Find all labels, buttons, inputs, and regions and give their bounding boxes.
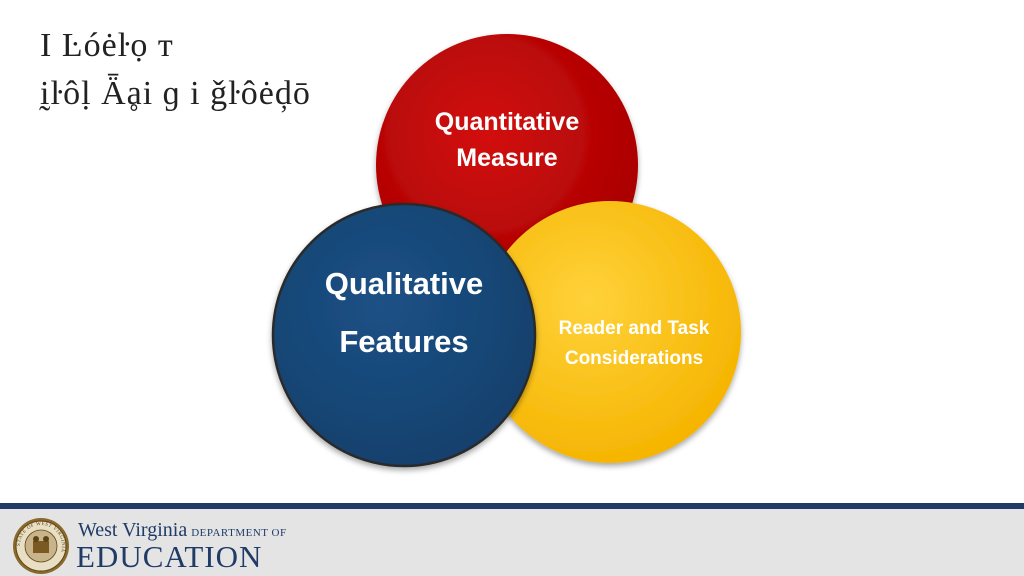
- slide-title-line-2: ḭŀôḷ Ǟḁi ɡ i ǧŀôėḑō: [40, 75, 311, 112]
- org-name: EDUCATION: [76, 539, 263, 574]
- org-dept: DEPARTMENT OF: [191, 527, 287, 539]
- slide-title-line-1: I Ŀóėŀọ ᴛ: [40, 27, 174, 64]
- slide-title: I Ŀóėŀọ ᴛ ḭŀôḷ Ǟḁi ɡ i ǧŀôėḑō: [40, 22, 360, 118]
- circle-qualitative-label-line-2: Features: [339, 324, 468, 359]
- circle-qualitative-label-line-1: Qualitative: [325, 266, 484, 301]
- circle-qualitative-shape: [271, 202, 537, 468]
- circle-reader-task-shape: [479, 201, 741, 463]
- venn-diagram: Quantitative Measure Reader and Task Con…: [271, 34, 741, 468]
- circle-quantitative-label-line-1: Quantitative: [435, 108, 580, 136]
- circle-reader-task: Reader and Task Considerations: [479, 201, 741, 463]
- circle-reader-task-label-line-1: Reader and Task: [559, 318, 710, 339]
- state-seal-icon: STATE OF WEST VIRGINIA: [13, 518, 69, 574]
- circle-reader-task-label-line-2: Considerations: [565, 348, 703, 369]
- circle-quantitative-label-line-2: Measure: [456, 144, 558, 172]
- org-state: West Virginia: [78, 519, 188, 541]
- circle-qualitative: Qualitative Features: [271, 202, 537, 468]
